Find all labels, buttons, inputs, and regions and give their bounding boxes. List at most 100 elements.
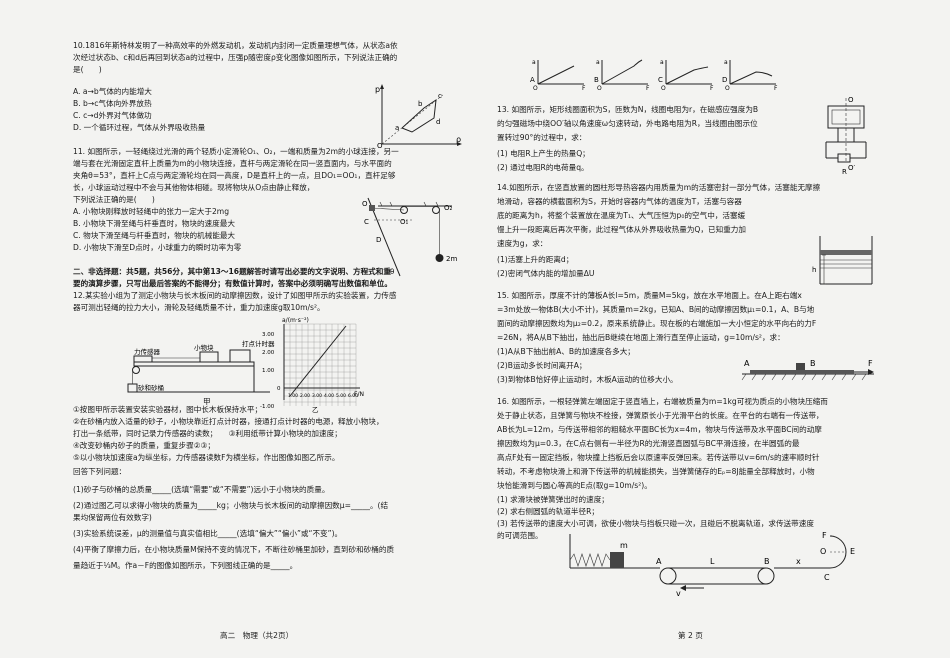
option-curve [537,65,575,85]
q12-a-f-graph: a/(m·s⁻²) F/N 3.00 2.00 1.00 0 -1.00 乙 1… [260,317,364,414]
q12-subquestion: 量趋近于⅓M。作a－F的图像如图所示，下列图线正确的是_____。 [73,561,298,570]
q13-stem-line: (1) 电阻R上产生的热量Q； [497,149,590,158]
p-axis-label: p [375,85,380,94]
q14-stem-line: (2)密闭气体内能的增加量ΔU [497,269,595,278]
pulley-o1-label: O₁ [400,218,409,226]
x-tick-label: 5.00 [336,393,346,399]
length-l-label: L [710,557,715,566]
q10-option-a: A. a→b气体的内能增大 [73,87,152,96]
option-curve [665,66,709,85]
q15-stem-line: (2)B运动多长时间离开A； [497,361,587,370]
center-o-label: O [820,547,826,556]
q12-subquestion: (4)平衡了摩擦力后，在小物块质量M保持不变的情况下，不断往砂桶里加砂，直到砂和… [73,545,395,554]
theta-label: θ [390,268,394,276]
q12-subquestion: (1)砂子与砂桶的总质量_____(选填“需要”或“不需要”)远小于小物块的质量… [73,485,330,494]
state-d-label: d [436,118,440,126]
f-axis-label: F [582,85,586,92]
a-axis-title: a/(m·s⁻²) [282,317,309,324]
a-axis-label: a [532,59,536,66]
axis-o-label: O [848,96,854,104]
q12-subquestion: 果均保留两位有效数字) [73,513,152,522]
q10-stem-line: 是( ) [73,65,102,74]
state-b-label: b [418,100,423,108]
q16-track-diagram: m A L B x C O E F v [569,531,855,598]
q12-apparatus-diagram: 力传感器 小物块 打点计时器 砂和砂桶 [127,339,275,393]
origin-label: O [533,85,538,92]
y-tick-label: 0 [277,386,281,392]
q11-pulley-diagram: O C D O₁ O₂ θ 2m [362,197,457,277]
q11-option-a: A. 小物块刚释放时轻绳中的张力一定大于2mg [73,207,230,216]
q16-stem-line: (3) 若传送带的速度大小可调，欲使小物块与挡板只碰一次，且碰后不脱离轨道，求传… [497,519,814,528]
q11-option-c: C. 物块下滑至绳与杆垂直时，物块的机械能最大 [73,231,236,240]
option-label: A [530,76,535,84]
figure-yi-label: 乙 [312,406,319,414]
q16-stem-line: 的可调范围。 [497,531,543,540]
a-axis-label: a [724,59,728,66]
section-title-line: 二、非选择题：共5题，共56分，其中第13～16题解答时请写出必要的文字说明、方… [73,267,391,276]
q12-subquestion: (2)通过图乙可以求得小物块的质量为_____kg；小物块与长木板间的动摩擦因数… [73,501,389,510]
distance-x-label: x [796,557,801,566]
q10-stem-line: 10.1816年斯特林发明了一种高效率的外燃发动机，发动机内封闭一定质量理想气体… [73,41,398,50]
rho-axis-label: ρ [456,135,461,144]
a-axis-label: a [660,59,664,66]
velocity-v-label: v [676,589,681,598]
q16-stem-line: AB长为L=12m，与传送带相邻的粗糙水平面BC长为x=4m，物块与传送带及水平… [497,425,822,434]
force-sensor-label: 力传感器 [134,347,161,356]
sand-bucket-label: 砂和砂桶 [138,383,164,392]
q14-stem-line: 底的距离为h，将整个装置放在温度为T₁、大气压恒为p₀的空气中，活塞缓 [497,211,746,220]
y-tick-label: -1.00 [260,404,275,410]
x-tick-label: 3.00 [312,393,322,399]
q15-stem-line: 面间的动摩擦因数均为μ₂=0.2，原来系统静止。现在板的右端施加一大小恒定的水平… [497,319,817,328]
q13-stem-line: 13. 如图所示，矩形线圈面积为S，匝数为N，线圈电阻为r，在磁感应强度为B [497,105,759,114]
q14-stem-line: (1)活塞上升的距离d； [497,255,574,264]
q15-board-diagram: A B F [741,359,874,381]
q14-cylinder-diagram: h [812,236,873,285]
figure-jia-label: 甲 [203,397,211,406]
q16-stem-line: (2) 求右侧圆弧的轨道半径R； [497,507,599,516]
q16-stem-line: 高点F处有一固定挡板，物块撞上挡板后会以原速率反弹回来。若传送带以v=6m/s的… [497,453,820,462]
q10-option-d: D. 一个循环过程，气体从外界吸收热量 [73,123,206,132]
q11-option-d: D. 小物块下滑至D点时，小球重力的瞬时功率为零 [73,243,242,252]
object-b-label: B [810,359,816,368]
q10-p-rho-diagram: p ρ O a b c d [375,84,462,150]
q12-step: ④改变砂桶内砂子的质量，重复步骤②③； [73,441,215,450]
q12-stem-line: 器可测出轻绳的拉力大小，滑轮及轻绳质量不计，重力加速度g取10m/s²。 [73,303,325,312]
q11-stem-line: 下列说法正确的是( ) [73,195,155,204]
height-h-label: h [812,266,816,274]
option-curve [729,71,773,85]
point-c-label: C [364,218,369,226]
origin-label: O [597,85,602,92]
q10-option-b: B. b→c气体向外界放热 [73,99,152,108]
ball-mass-label: 2m [446,255,457,263]
y-tick-label: 2.00 [262,350,275,356]
origin-label: O [725,85,730,92]
a-axis-label: a [596,59,600,66]
f-axis-title: F/N [354,391,364,398]
q12-step: ⑤以小物块加速度a为纵坐标，力传感器读数F为横坐标，作出图像如图乙所示。 [73,453,340,462]
x-tick-label: 6.00 [348,393,358,399]
q11-stem-line: 11. 如图所示，一轻绳绕过光滑的两个轻质小定滑轮O₁、O₂，一端和质量为2m的… [73,147,399,156]
state-a-label: a [395,124,399,132]
pulley-o2-label: O₂ [444,204,453,212]
board-a-label: A [744,359,750,368]
option-curve [601,59,643,85]
mass-m-label: m [620,541,628,550]
point-b-label: B [764,557,770,566]
q13-stem-line: 置转过90°的过程中，求： [497,133,587,142]
resistor-r-label: R [842,168,847,176]
x-tick-label: 1.00 [288,393,298,399]
q11-stem-line: 端与套在光滑固定直杆上质量为m的小物块连接，直杆与两定滑轮在同一竖直面内，与水平… [73,159,392,168]
point-d-label: D [376,236,381,244]
q12-step: 打出一条纸带，同时记录力传感器的读数； ③利用纸带计算小物块的加速度； [73,429,342,438]
q12-step: ②在砂桶内放入适量的砂子，小物块靠近打点计时器，接通打点计时器的电源，释放小物块… [73,417,384,426]
origin-label: O [661,85,666,92]
q11-stem-line: 长，小球运动过程中不会与其他物体相碰。现将物块从O点由静止释放， [73,183,315,192]
origin-label: O [377,142,383,150]
option-label: C [658,76,663,84]
q16-stem-line: 处于静止状态，且弹簧与物块不栓接，弹簧原长小于光滑平台的长度。在平台的右端有一传… [497,411,824,420]
q13-stem-line: 的匀强磁场中绕OO′轴以角速度ω匀速转动，外电路电阻为R，当线圈由图示位 [497,119,758,128]
q15-stem-line: =3m处放一物体B(大小不计)，其质量m=2kg，已知A、B间的动摩擦因数μ₁=… [497,305,815,314]
point-f-label: F [822,531,827,540]
